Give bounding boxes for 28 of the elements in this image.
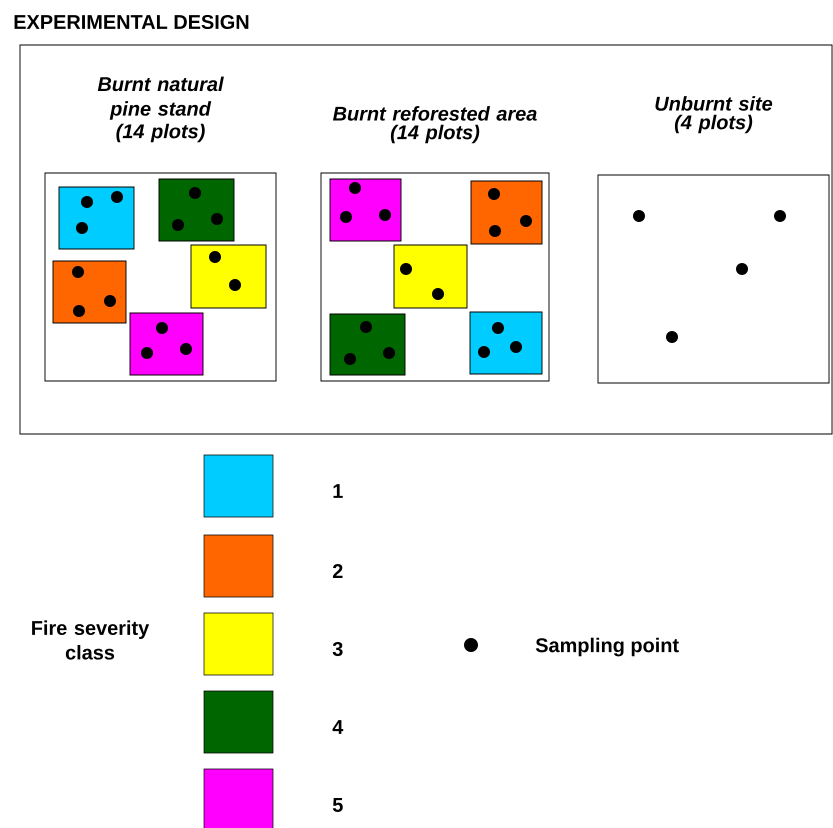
legend-label: 5: [332, 798, 343, 812]
panel-heading: Burnt natural pine stand: [98, 76, 224, 120]
site-panel: [598, 174, 830, 384]
legend-label: 1: [334, 484, 343, 498]
plot-square: [130, 312, 204, 376]
site-panel: [44, 172, 276, 382]
heading: EXPERIMENTAL DESIGN: [14, 14, 248, 30]
plot-square: [158, 178, 234, 242]
plot-square: [58, 186, 134, 250]
plot-square: [52, 260, 126, 324]
panel-heading: Unburnt site: [655, 96, 772, 111]
legend-heading: Fire severity class: [32, 620, 150, 660]
plot-square: [330, 314, 406, 376]
legend-label: 4: [332, 720, 344, 734]
frame-box: [20, 44, 832, 434]
legend-label: Sampling point: [536, 638, 679, 656]
panel-heading: (14 plots): [116, 124, 205, 142]
panel-heading: (14 plots): [390, 124, 480, 144]
panel-heading: Burnt reforested area: [332, 106, 537, 121]
plot-square: [470, 180, 542, 244]
plot-square: [190, 244, 266, 308]
legend-label: 3: [332, 642, 343, 656]
panel-heading: (4 plots): [674, 114, 752, 134]
site-panel: [320, 172, 550, 382]
plot-square: [470, 312, 542, 374]
plot-square: [394, 244, 468, 308]
legend-label: 2: [332, 564, 342, 578]
plot-square: [330, 178, 402, 242]
